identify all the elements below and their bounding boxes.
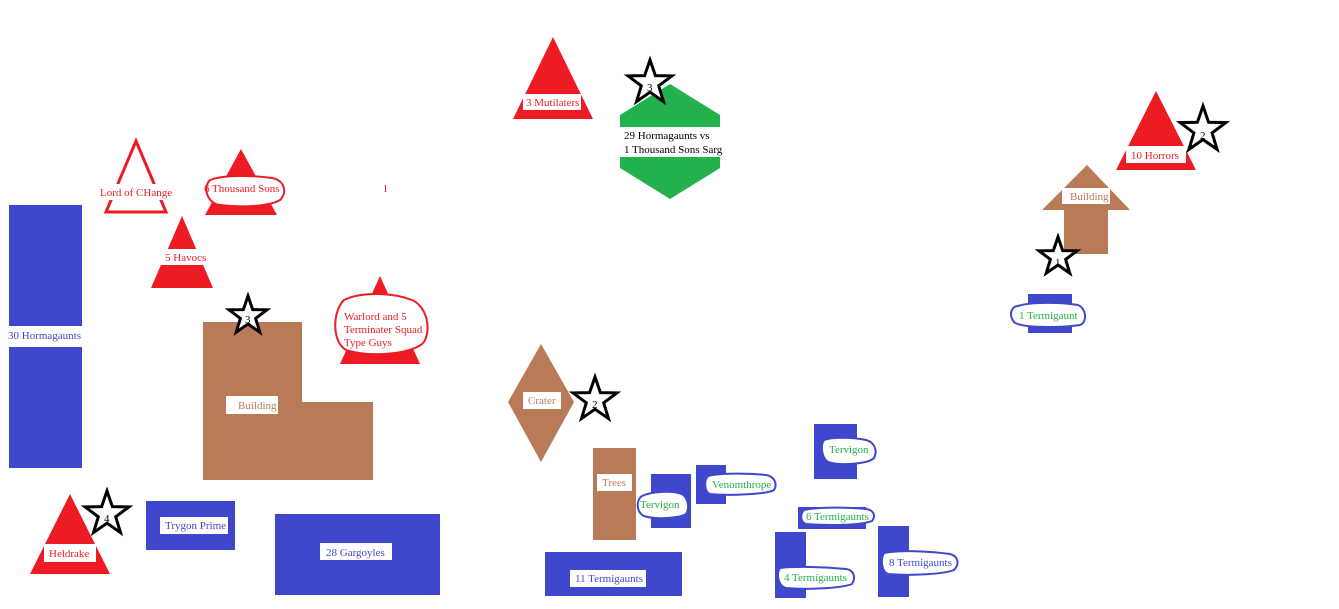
unit-4-termigaunts-label: 4 Termigaunts [784,572,847,584]
building-right-label-box [1062,188,1110,204]
objective-marker-2-right-label: 2 [1200,130,1206,142]
unit-30-hormagaunts-bottom [9,347,82,468]
unit-tervigon-b-label: Tervigon [829,444,869,456]
trees-label-box [597,474,632,491]
objective-marker-3-left: 3 [224,291,272,336]
unit-1-termigaunt-label: 1 Termigaunt [1019,310,1078,322]
objective-zone-line1: 29 Hormagaunts vs [624,130,710,142]
unit-8-termigaunts-outline [880,550,959,576]
star-icon [224,291,272,336]
unit-tervigon-a-outline [636,490,690,520]
objective-marker-4-left: 4 [80,486,134,537]
star-icon [1175,101,1231,154]
unit-28-gargoyles-label-box [320,543,392,560]
objective-marker-2-crater-label: 2 [592,399,598,411]
unit-6-termigaunts-outline [800,506,875,526]
stray-mark: l [384,183,387,195]
unit-6-termigaunts-label: 6 Termigaunts [806,511,869,523]
objective-marker-2-crater: 2 [568,372,622,423]
unit-8-termigaunts-label: 8 Termigaunts [889,557,952,569]
objective-marker-1-right-label: 1 [1055,257,1061,269]
unit-tervigon-b-outline [820,436,877,466]
unit-28-gargoyles-label: 28 Gargoyles [326,547,385,559]
unit-6-thousand-sons-outline [205,174,286,208]
objective-marker-4-left-label: 4 [104,513,110,525]
unit-warlord-line3: Type Guys [344,337,392,349]
unit-10-horrors-label: 10 Horrors [1131,150,1179,162]
objective-marker-2-right: 2 [1175,101,1231,154]
unit-venomthrope-outline [704,472,777,496]
unit-3-mutilaters-label: 3 Mutilaters [526,97,579,109]
crater-label-box [523,392,561,409]
unit-5-havocs-label-box [160,249,208,265]
objective-zone-label-box [620,127,720,157]
unit-11-termigaunts-label-box [570,570,646,587]
unit-tervigon-a-label: Tervigon [640,499,680,511]
unit-warlord-outline [334,293,429,356]
star-icon [568,372,622,423]
objective-marker-1-right: 1 [1034,232,1082,277]
star-icon [623,55,677,106]
unit-venomthrope-label: Venomthrope [712,479,771,491]
unit-heldrake-label: Heldrake [49,548,89,560]
unit-trygon-prime-label-box [160,517,228,534]
unit-trygon-prime-label: Trygon Prime [165,520,226,532]
crater-label: Crater [528,395,556,407]
objective-zone-line2: 1 Thousand Sons Sarg [624,144,723,156]
objective-marker-3-top: 3 [623,55,677,106]
trees-shape [593,448,636,540]
unit-10-horrors-label-box [1126,146,1186,163]
building-left-label: Building [238,400,277,412]
unit-lord-of-change-label-box [98,184,174,200]
unit-4-termigaunts-outline [777,565,855,590]
star-icon [1034,232,1082,277]
unit-30-hormagaunts-top [9,205,82,326]
objective-marker-3-top-label: 3 [647,82,653,94]
building-right-shape [1042,165,1130,254]
unit-1-termigaunt-outline [1010,301,1086,328]
unit-3-mutilaters-label-box [523,94,581,110]
building-right-label: Building [1070,191,1109,203]
unit-heldrake-label-box [44,544,96,562]
unit-warlord-line2: Terminater Squad [344,324,423,336]
unit-6-thousand-sons-label: 6 Thousand Sons [204,183,280,195]
unit-5-havocs-label: 5 Havocs [165,252,206,264]
unit-warlord-line1: Warlord and 5 [344,311,407,323]
unit-30-hormagaunts-label: 30 Hormagaunts [8,330,81,342]
objective-marker-3-left-label: 3 [245,314,251,326]
unit-lord-of-change-label: Lord of CHange [100,187,172,199]
unit-lord-of-change [103,137,169,214]
building-left-shape [203,322,373,480]
star-icon [80,486,134,537]
trees-label: Trees [602,477,626,489]
building-left-label-box [226,396,278,414]
unit-11-termigaunts-label: 11 Termigaunts [575,573,643,585]
